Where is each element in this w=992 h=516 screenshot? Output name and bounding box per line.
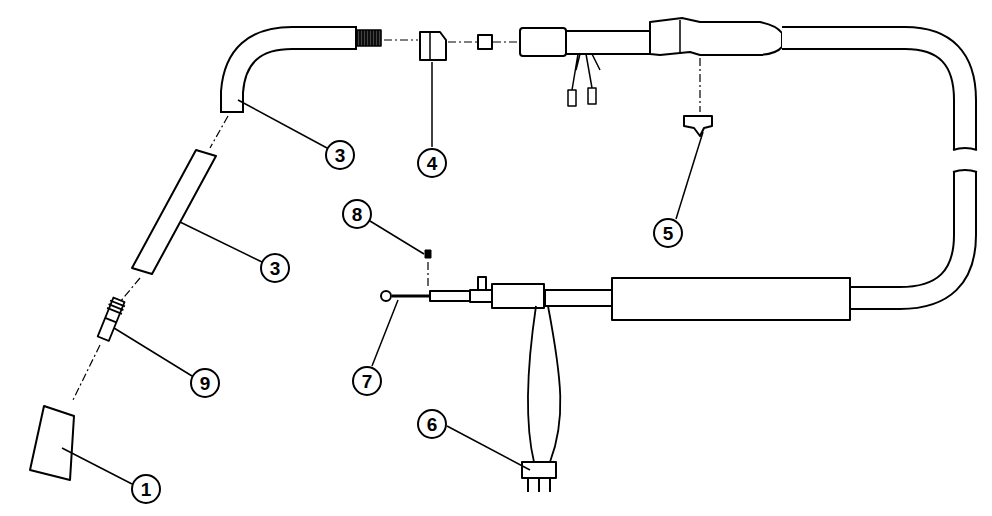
gas-fitting [470,290,492,302]
callout-number: 3 [335,146,346,165]
liner-shaft [430,291,470,301]
center-line [210,116,228,148]
liner-pin [392,295,430,298]
torch-illustration [30,18,977,492]
callout-number: 9 [200,374,211,393]
cable-outline [782,38,965,150]
cable-fill [850,172,965,298]
leader-line [431,62,433,147]
center-line [120,278,140,302]
callout-circle: 9 [190,368,220,398]
leader-line [62,448,132,484]
gas-valve [478,277,486,290]
trigger [684,116,712,136]
callout-circle: 4 [417,148,447,178]
cable-outline [850,172,965,298]
neck-tube-fill [232,38,356,112]
leader-line [676,132,703,219]
contact-tip [103,300,125,323]
power-fitting [492,284,544,308]
center-line [72,345,100,402]
switch-wire [572,54,600,90]
leader-line [180,222,262,262]
cable-fill [782,38,965,150]
callout-circle: 7 [352,366,382,396]
callout-circle: 8 [342,199,372,229]
leader-line [62,62,703,484]
callout-number: 3 [270,259,281,278]
rear-cable [545,290,612,306]
thread [357,30,381,46]
callout-number: 6 [427,415,438,434]
insulator [420,32,446,60]
leader-line [447,426,530,470]
callout-number: 4 [427,154,438,173]
wire-terminal [588,88,596,104]
callout-number: 5 [663,224,674,243]
leader-line [238,100,327,148]
wire-terminal [568,90,576,106]
callout-circle: 3 [260,253,290,283]
leader-line [370,221,424,254]
liner-ball [381,291,391,301]
contact-tip [98,297,125,340]
center-line [493,41,519,42]
center-line [699,58,700,112]
neck-tube-outline [232,38,356,112]
callout-circle: 5 [653,218,683,248]
contact-tip [96,297,127,342]
nozzle [30,406,74,480]
callout-circle: 3 [325,140,355,170]
callout-number: 7 [362,372,373,391]
callout-number: 1 [141,480,152,499]
cable-sleeve [612,278,850,320]
leader-line [114,328,192,376]
center-line [72,40,700,402]
tube-cut [220,111,244,113]
leader-line [372,300,398,366]
control-plug [522,462,556,478]
insulator-edge [429,32,431,60]
center-line [427,262,428,288]
body-tube [566,31,652,54]
callout-number: 8 [352,205,363,224]
handle [650,18,782,55]
center-line [448,41,477,42]
plug-pin [528,478,550,492]
control-wire [528,306,560,462]
center-line [384,39,418,40]
body-sleeve [520,28,566,56]
nut [478,35,492,49]
handle-edge [679,20,681,54]
set-screw [425,250,431,258]
tube-segment [132,150,216,274]
cable-break [953,148,977,172]
callout-circle: 6 [417,409,447,439]
callout-circle: 1 [131,474,161,504]
